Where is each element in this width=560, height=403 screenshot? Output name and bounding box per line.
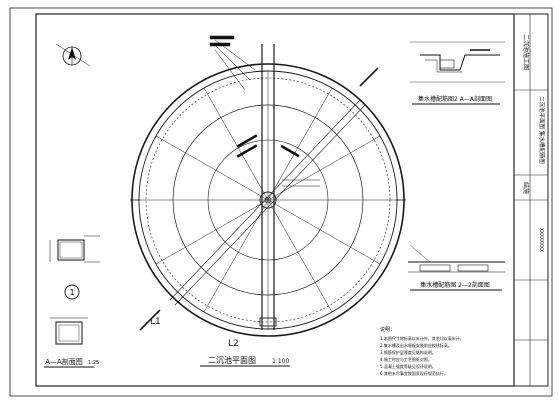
title-block-sheet: 结施 [522,182,530,194]
notes-block: 说明： 1.本图尺寸除标高以米计外，其余均以毫米计。 2.集水槽及出水堰板安装前… [380,326,464,376]
index-circle-label: 1 [69,288,74,297]
section-top-right-title: 集水槽配筋图2 A—A剖面图 [418,95,492,103]
note-line: 1.本图尺寸除标高以米计外，其余均以毫米计。 [380,335,464,341]
label-l2: L2 [228,339,239,349]
index-circle [64,284,80,300]
detail-a-section [49,235,100,345]
north-arrow-icon [55,43,91,67]
note-line: 3.钢筋保护层厚度见结构说明。 [380,349,436,355]
clarifier-plan [130,44,406,337]
title-block-project: 二沉池施工图 [522,34,530,70]
outer-border [9,7,553,397]
detail-a-title: A—A剖面图 [45,357,83,366]
main-scale: 1:100 [272,358,289,365]
label-l1: L1 [150,317,161,327]
section-bottom-right-title: 集水槽配筋图 2—2剖面图 [420,281,490,289]
annotation-leaders [209,35,320,187]
note-line: 4.施工时应与工艺图纸对照。 [380,356,432,362]
note-line: 2.集水槽及出水堰板安装前应校核标高。 [380,342,452,348]
section-detail-bottom [408,244,505,273]
radial-lines [139,71,397,329]
main-title: 二沉池平面图 [208,355,256,365]
note-line: 5.混凝土强度等级见设计说明。 [380,363,436,369]
title-block-drawing-name: 二沉池平面图 集水槽配筋图 [538,96,546,164]
detail-a-scale: 1:25 [88,360,99,366]
title-block: 二沉池施工图 二沉池平面图 集水槽配筋图 结施 XXXXXXXX [513,13,549,387]
title-block-drawing-no: XXXXXXXX [538,228,544,252]
section-detail-top [410,41,505,83]
note-line: 6.其他未尽事宜按国家现行规范执行。 [380,370,448,376]
notes-heading: 说明： [380,326,395,333]
